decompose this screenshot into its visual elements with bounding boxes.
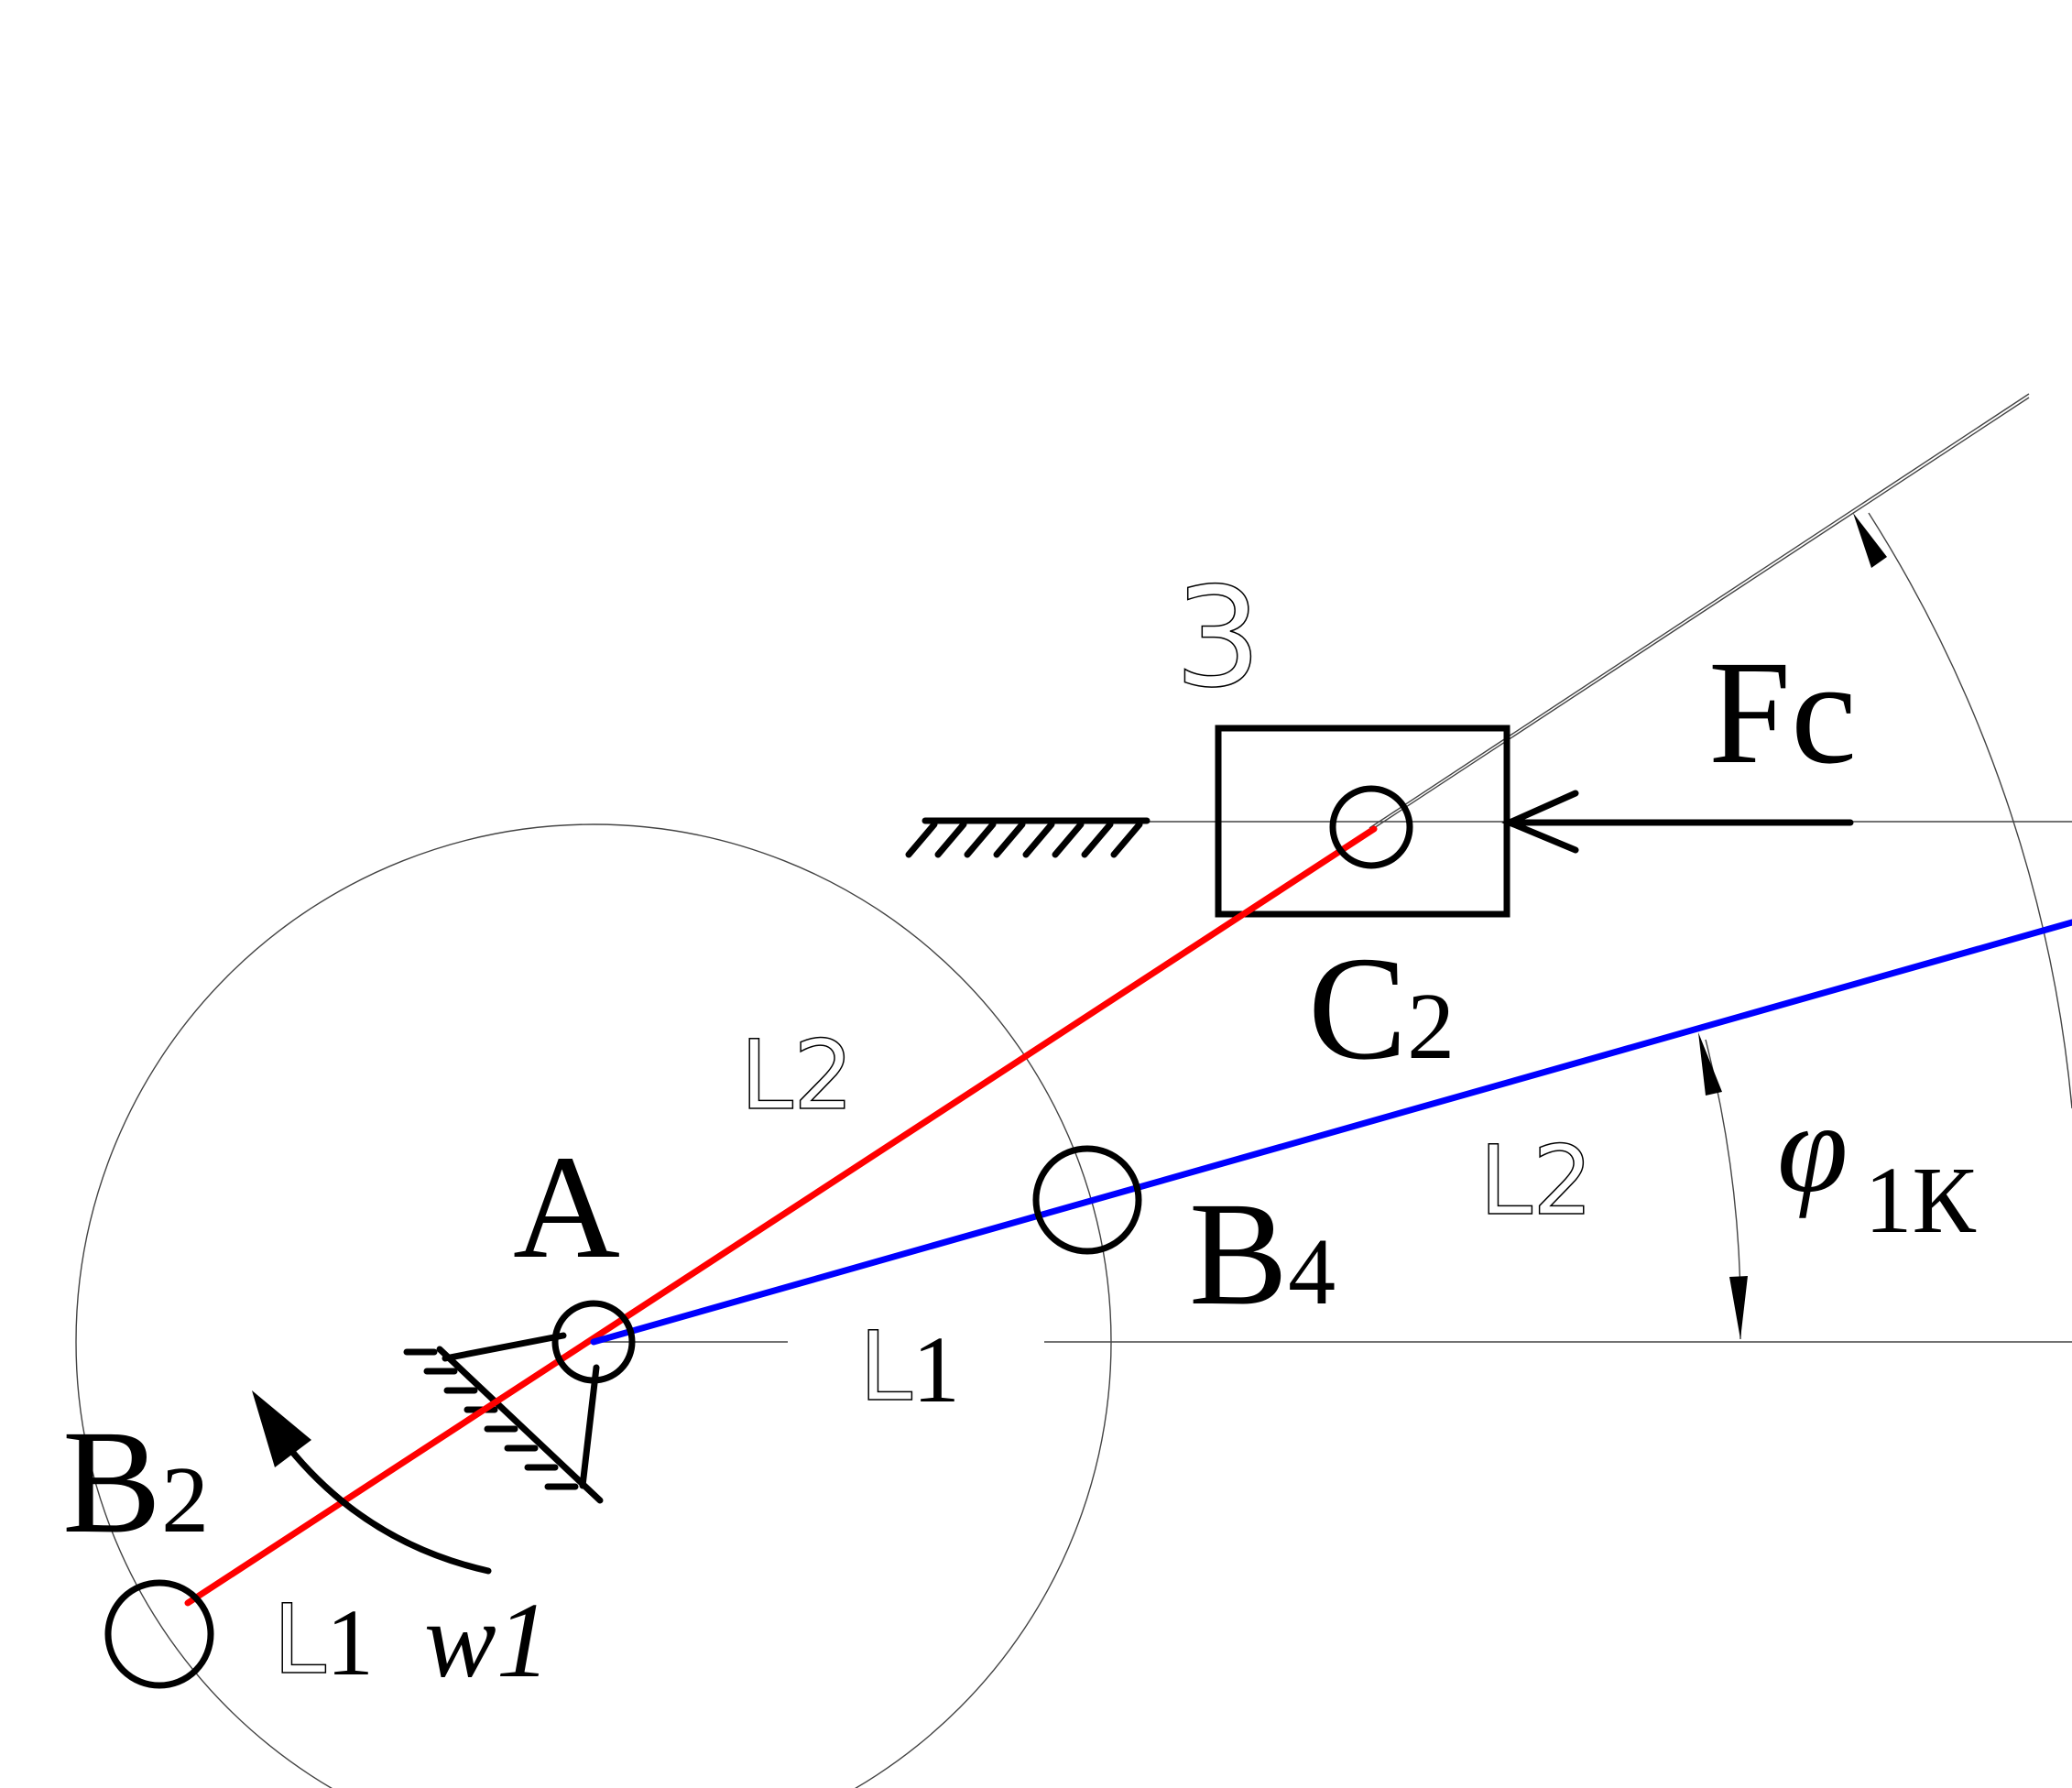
extension-line-upper	[1369, 393, 2030, 829]
slider-ground	[905, 817, 1151, 858]
construction-lines	[75, 393, 2072, 1788]
link-red	[184, 825, 1378, 1607]
label-b4: B4	[1189, 1172, 1336, 1336]
joint-a	[551, 1300, 636, 1384]
angle-arrows	[1698, 513, 1887, 1339]
joint-b2	[104, 1579, 214, 1689]
label-link-l2-upper: L2	[740, 1019, 854, 1131]
label-slider-number: 3	[1174, 559, 1261, 718]
label-link-l1-right: L1	[859, 1311, 960, 1423]
label-c2: C2	[1308, 927, 1455, 1091]
joint-c2	[1329, 785, 1413, 869]
angle-arrow-small-bottom	[1729, 1276, 1748, 1339]
label-force-fc: Fc	[1708, 631, 1857, 795]
angle-arrow-small-top	[1698, 1032, 1722, 1096]
extension-line-upper-2	[1373, 397, 2030, 829]
label-b2: B2	[62, 1401, 209, 1564]
angular-velocity-curve	[285, 1444, 492, 1575]
label-link-l2-lower: L2	[1479, 1125, 1593, 1237]
label-a: A	[513, 1126, 620, 1290]
force-fc-head	[1501, 790, 1579, 854]
support-leg-left	[442, 1332, 567, 1362]
support-leg-right	[579, 1364, 600, 1489]
support-base	[436, 1346, 604, 1504]
angle-arc-large	[1868, 512, 2072, 1109]
label-link-l1-left: L1	[273, 1584, 374, 1695]
angular-velocity-head	[252, 1390, 311, 1467]
force-fc-arrow	[1501, 790, 1854, 854]
angle-arrow-large	[1853, 513, 1887, 568]
joint-b4	[1032, 1145, 1142, 1255]
angular-velocity-arrow	[252, 1390, 492, 1575]
crank-support	[403, 1332, 604, 1504]
label-angular-velocity: w1	[424, 1580, 551, 1700]
link-blue	[590, 919, 2072, 1346]
joints	[104, 785, 1413, 1689]
